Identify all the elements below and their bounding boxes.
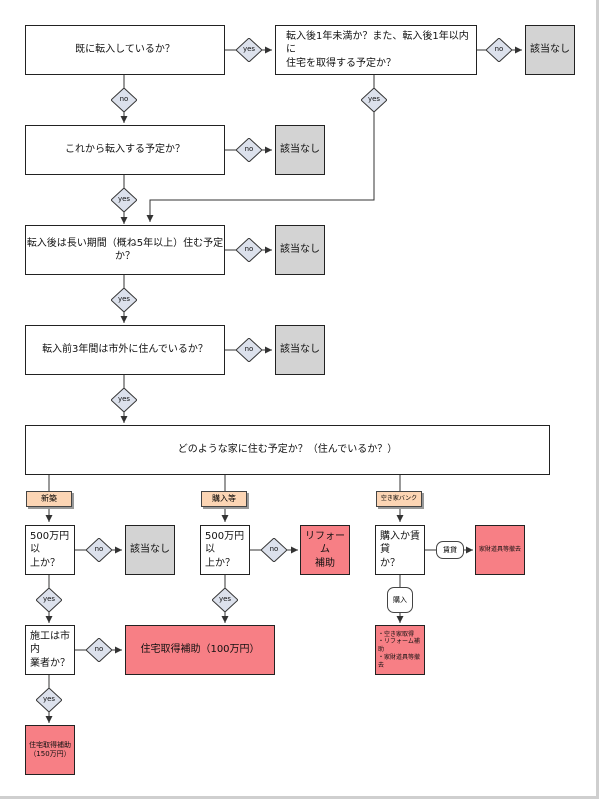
result-not-applicable-3: 該当なし xyxy=(275,225,325,275)
result-not-applicable-5: 該当なし xyxy=(125,525,175,575)
diamond-yes-2: yes xyxy=(361,88,387,112)
result-not-applicable-1: 該当なし xyxy=(525,25,575,75)
question-house-type: どのような家に住む予定か？（住んでいるか？） xyxy=(25,425,550,475)
question-long-term: 転入後は長い期間（概ね5年以上）住む予定か？ xyxy=(25,225,225,275)
category-purchase: 購入等 xyxy=(201,491,247,507)
diamond-yes-7: yes xyxy=(36,688,62,712)
result-not-applicable-4: 該当なし xyxy=(275,325,325,375)
question-within-1yr: 転入後1年未満か？また、転入後1年以内に 住宅を取得する予定か？ xyxy=(275,25,477,75)
diamond-no-2: no xyxy=(111,88,137,112)
diamond-yes-1: yes xyxy=(236,38,262,62)
diamond-no-6: no xyxy=(86,538,112,562)
question-plan-to-move: これから転入する予定か？ xyxy=(25,125,225,175)
diamond-yes-6: yes xyxy=(36,588,62,612)
category-akiya-bank: 空き家バンク xyxy=(376,491,422,507)
diamond-yes-8: yes xyxy=(212,588,238,612)
question-already-moved: 既に転入しているか？ xyxy=(25,25,225,75)
diamond-no-4: no xyxy=(236,238,262,262)
diamond-yes-4: yes xyxy=(111,288,137,312)
question-lived-outside: 転入前3年間は市外に住んでいるか？ xyxy=(25,325,225,375)
question-buy-500: 500万円以 上か？ xyxy=(200,525,250,575)
diamond-yes-5: yes xyxy=(111,388,137,412)
question-new-500: 500万円以 上か？ xyxy=(25,525,75,575)
result-housing-100: 住宅取得補助（100万円） xyxy=(125,625,275,675)
result-reform-subsidy: リフォーム 補助 xyxy=(300,525,350,575)
category-new-build: 新築 xyxy=(26,491,72,507)
question-buy-or-rent: 購入か賃貸 か？ xyxy=(375,525,425,575)
diamond-no-7: no xyxy=(86,638,112,662)
oval-purchase: 購入 xyxy=(387,587,413,613)
question-builder-local: 施工は市内 業者か？ xyxy=(25,625,75,675)
result-not-applicable-2: 該当なし xyxy=(275,125,325,175)
result-housing-150: 住宅取得補助 （150万円） xyxy=(25,725,75,775)
result-fixture-removal: 家財道具等撤去 xyxy=(475,525,525,575)
diamond-no-1: no xyxy=(486,38,512,62)
diamond-no-8: no xyxy=(261,538,287,562)
diamond-no-3: no xyxy=(236,138,262,162)
diamond-yes-3: yes xyxy=(111,188,137,212)
result-akiya-multi: ・空き家取得 ・リフォーム補助 ・家財道具等撤去 xyxy=(375,625,425,675)
oval-rent: 賃貸 xyxy=(436,541,464,559)
diamond-no-5: no xyxy=(236,338,262,362)
